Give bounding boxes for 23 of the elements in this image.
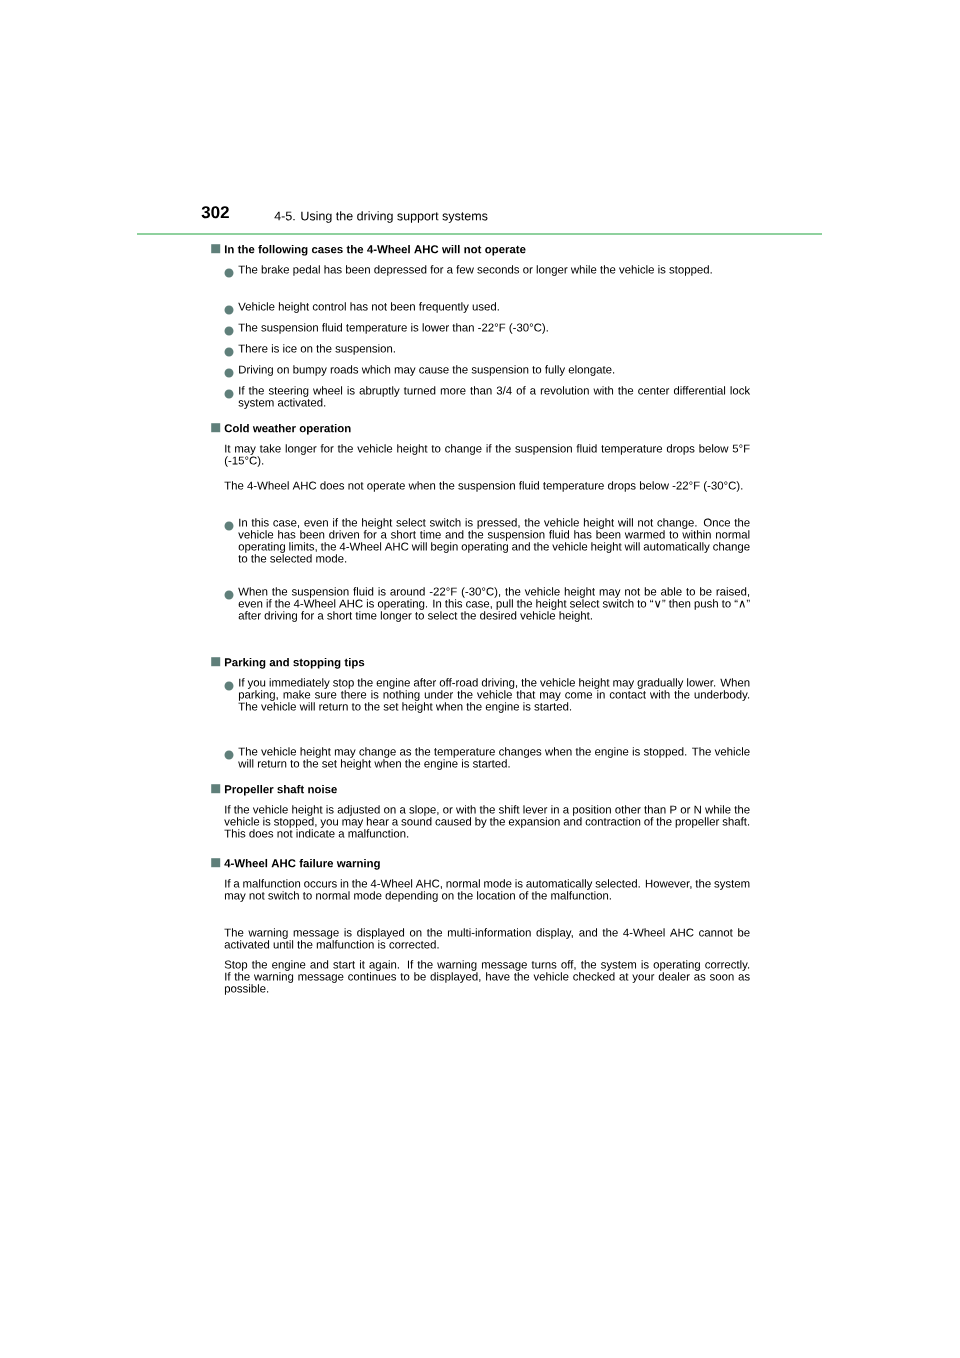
page-number: 302: [201, 206, 229, 219]
bullet-item: If you immediately stop the engine after off-road driving, the vehicle height may gradually lower. When parking, make sure there is nothing under the vehicle that may come in contact with the underbody. The vehicle will return to the set height when the engine is started.: [238, 678, 750, 713]
section-heading: Cold weather operation: [211, 423, 351, 435]
section-heading: 4-Wheel AHC failure warning: [211, 858, 380, 870]
section-heading: In the following cases the 4-Wheel AHC will not operate: [211, 244, 526, 256]
body-text: It may take longer for the vehicle height to change if the suspension fluid temperature drops below 5°F (-15°C).: [224, 444, 750, 467]
section-heading: Propeller shaft noise: [211, 784, 337, 796]
body-text: If the vehicle height is adjusted on a slope, or with the shift lever in a position other than P or N while the vehicle is stopped, you may hear a sound caused by the expansion and contraction of the propeller shaft. This does not indicate a malfunction.: [224, 805, 750, 838]
bullet-item: There is ice on the suspension.: [238, 344, 395, 355]
body-text: If a malfunction occurs in the 4-Wheel AHC, normal mode is automatically selected. However, the system may not switch to normal mode depending on the location of the malfunction.: [224, 879, 750, 902]
bullet-item: The suspension fluid temperature is lower than -22°F (-30°C).: [238, 323, 548, 334]
section-header: 4-5. Using the driving support systems: [274, 211, 488, 223]
bullet-item: Driving on bumpy roads which may cause the suspension to fully elongate.: [239, 365, 615, 376]
body-text: The 4-Wheel AHC does not operate when the suspension fluid temperature drops below -22°F (-30°C).: [224, 481, 743, 492]
bullet-item: In this case, even if the height select switch is pressed, the vehicle height will not change. Once the vehicle has been driven for a short time and the suspension fluid has been warmed to within normal operating limits, the 4-Wheel AHC will begin operating and the vehicle height will automatically change to the selected mode.: [238, 518, 750, 563]
bullet-item: Vehicle height control has not been frequently used.: [238, 302, 499, 313]
bullet-item: If the steering wheel is abruptly turned more than 3/4 of a revolution with the center differential lock system activated.: [238, 386, 751, 409]
body-text: The warning message is displayed on the multi-information display, and the 4-Wheel AHC cannot be activated until the malfunction is corrected.: [224, 928, 750, 949]
bullet-item: The brake pedal has been depressed for a few seconds or longer while the vehicle is stopped.: [238, 265, 712, 276]
section-heading: Parking and stopping tips: [211, 657, 365, 669]
bullet-item: The vehicle height may change as the temperature changes when the engine is stopped. The vehicle will return to the set height when the engine is started.: [238, 747, 750, 770]
body-text: Stop the engine and start it again. If the warning message turns off, the system is operating correctly. If the warning message continues to be displayed, have the vehicle checked at your dealer as soon as possible.: [224, 960, 750, 995]
bullet-item: When the suspension fluid is around -22°F (-30°C), the vehicle height may not be able to be raised, even if the 4-Wheel AHC is operating. In this case, pull the height select switch to “∨” then push to “∧” after driving for a short time longer to select the desired vehicle height.: [238, 587, 750, 622]
